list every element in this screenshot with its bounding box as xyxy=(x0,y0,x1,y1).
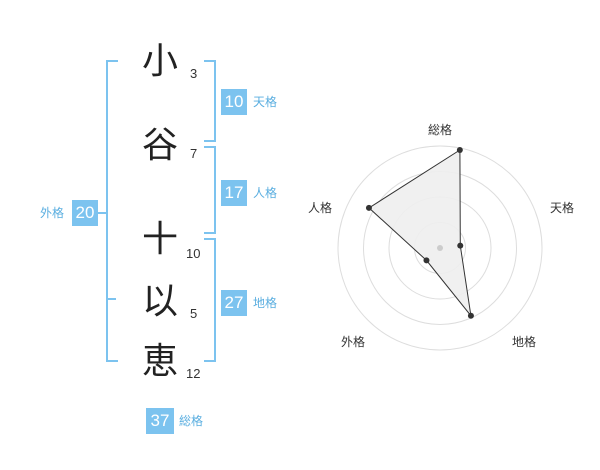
stroke-count-4: 5 xyxy=(190,306,198,321)
soukaku-label: 総格 xyxy=(179,414,204,428)
tenkaku-value: 10 xyxy=(221,89,247,115)
gaikaku-bracket-connector xyxy=(98,212,106,214)
radar-axis-label-chikaku: 地格 xyxy=(512,334,536,349)
stroke-count-5: 12 xyxy=(186,366,201,381)
radar-point-4 xyxy=(365,204,372,211)
radar-axis-label-soukaku: 総格 xyxy=(428,122,452,137)
jinkaku-value: 17 xyxy=(221,180,247,206)
name-char-1: 小 xyxy=(141,41,178,82)
stroke-count-2: 7 xyxy=(190,146,198,161)
tenkaku-bracket xyxy=(204,60,216,142)
gaikaku-label: 外格 xyxy=(40,206,65,220)
radar-point-0 xyxy=(456,147,463,154)
radar-point-3 xyxy=(423,257,430,264)
chikaku-label: 地格 xyxy=(253,296,278,310)
gaikaku-bracket-tick xyxy=(106,298,116,300)
jinkaku-bracket xyxy=(204,146,216,234)
stroke-count-3: 10 xyxy=(186,246,201,261)
radar-axis-label-gaikaku: 外格 xyxy=(341,334,365,349)
radar-axis-label-jinkaku: 人格 xyxy=(308,200,332,215)
chikaku-value: 27 xyxy=(221,290,247,316)
name-char-2: 谷 xyxy=(141,125,178,166)
name-char-4: 以 xyxy=(141,281,178,322)
gaikaku-bracket xyxy=(106,60,118,362)
radar-polygon xyxy=(368,149,472,318)
name-char-3: 十 xyxy=(141,219,178,260)
gaikaku-value: 20 xyxy=(72,200,98,226)
radar-ring xyxy=(337,145,543,351)
radar-point-1 xyxy=(457,242,464,249)
radar-center-dot xyxy=(437,245,443,251)
jinkaku-label: 人格 xyxy=(253,186,278,200)
chikaku-bracket xyxy=(204,238,216,362)
radar-point-2 xyxy=(467,312,474,319)
tenkaku-label: 天格 xyxy=(253,95,278,109)
radar-axis-label-tenkaku: 天格 xyxy=(550,200,574,215)
stroke-count-1: 3 xyxy=(190,66,198,81)
name-char-5: 恵 xyxy=(141,341,178,382)
soukaku-value: 37 xyxy=(146,408,174,434)
